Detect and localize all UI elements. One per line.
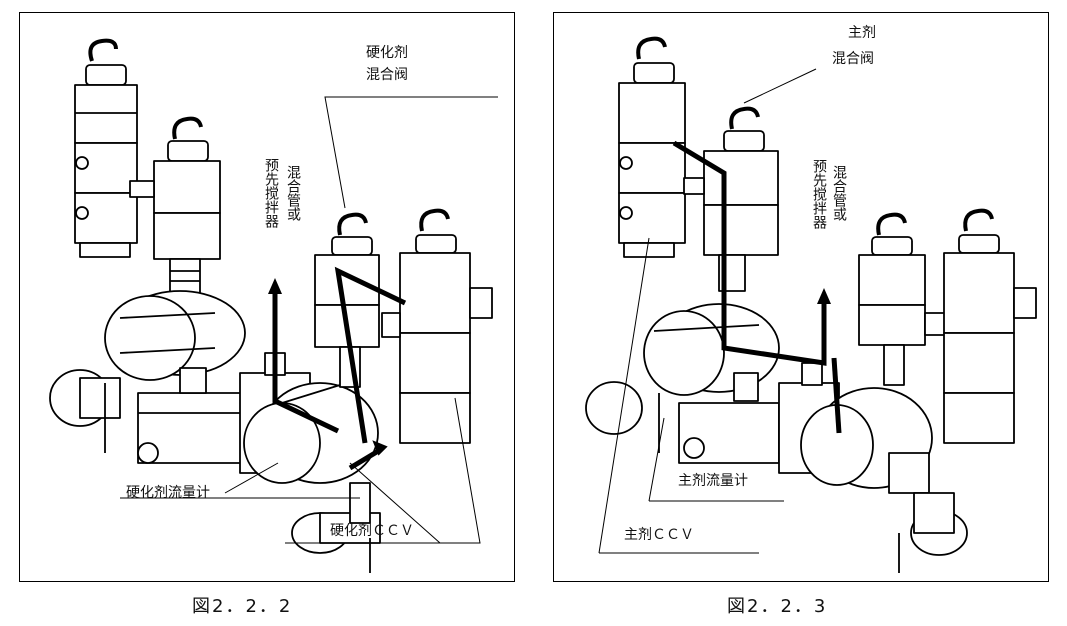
arrow-head-up (268, 278, 282, 294)
flow-path (672, 140, 842, 434)
hardener-mix-valve (314, 212, 380, 388)
valve-stack-left (74, 38, 138, 258)
equipment-drawing (585, 36, 1037, 573)
caption-figure-2-2-2: 図2．2．2 (192, 596, 293, 617)
ccv-label: 硬化剂ＣＣＶ (330, 523, 414, 539)
leader-lines (598, 68, 817, 554)
main-flowmeter (585, 303, 780, 453)
flowmeter-label: 主剂流量计 (678, 473, 748, 489)
equipment-drawing (49, 38, 498, 573)
arrow-ccv (348, 447, 382, 471)
hardener-flowmeter-b (800, 387, 933, 494)
caption-figure-2-2-3: 図2．2．3 (727, 596, 828, 617)
valve-label-line1: 主剂 (848, 25, 876, 41)
valve-stack-mid (129, 116, 221, 294)
ccv-label: 主剂ＣＣＶ (624, 527, 694, 543)
mixer-label-line1: 混合管或 (831, 165, 847, 221)
valve-stack-right (381, 208, 493, 444)
mixer-label-line2: 预先搅拌器 (263, 158, 279, 228)
figure-2-2-2: 硬化剂 混合阀 混合管或 预先搅拌器 硬化剂流量计 硬化剂ＣＣＶ (19, 12, 515, 582)
valve-label-line1: 硬化剂 (366, 45, 408, 61)
main-mix-valve (683, 106, 779, 292)
valve-label-line2: 混合阀 (832, 51, 874, 67)
mixer-label-line2: 预先搅拌器 (811, 159, 827, 229)
valve-stack-mid-right (858, 212, 946, 386)
valve-stack-right (943, 208, 1037, 444)
figure-2-2-3: 主剂 混合阀 混合管或 预先搅拌器 主剂流量计 主剂ＣＣＶ (553, 12, 1049, 582)
mixer-label-line1: 混合管或 (285, 165, 301, 221)
leader-lines (120, 96, 498, 544)
valve-stack-left (618, 36, 686, 258)
flow-path (272, 266, 407, 444)
flowmeter-left (49, 290, 246, 453)
ccv-valve-b (898, 492, 968, 573)
arrow-head-up (817, 288, 831, 304)
valve-label-line2: 混合阀 (366, 67, 408, 83)
flowmeter-label: 硬化剂流量计 (126, 485, 210, 501)
